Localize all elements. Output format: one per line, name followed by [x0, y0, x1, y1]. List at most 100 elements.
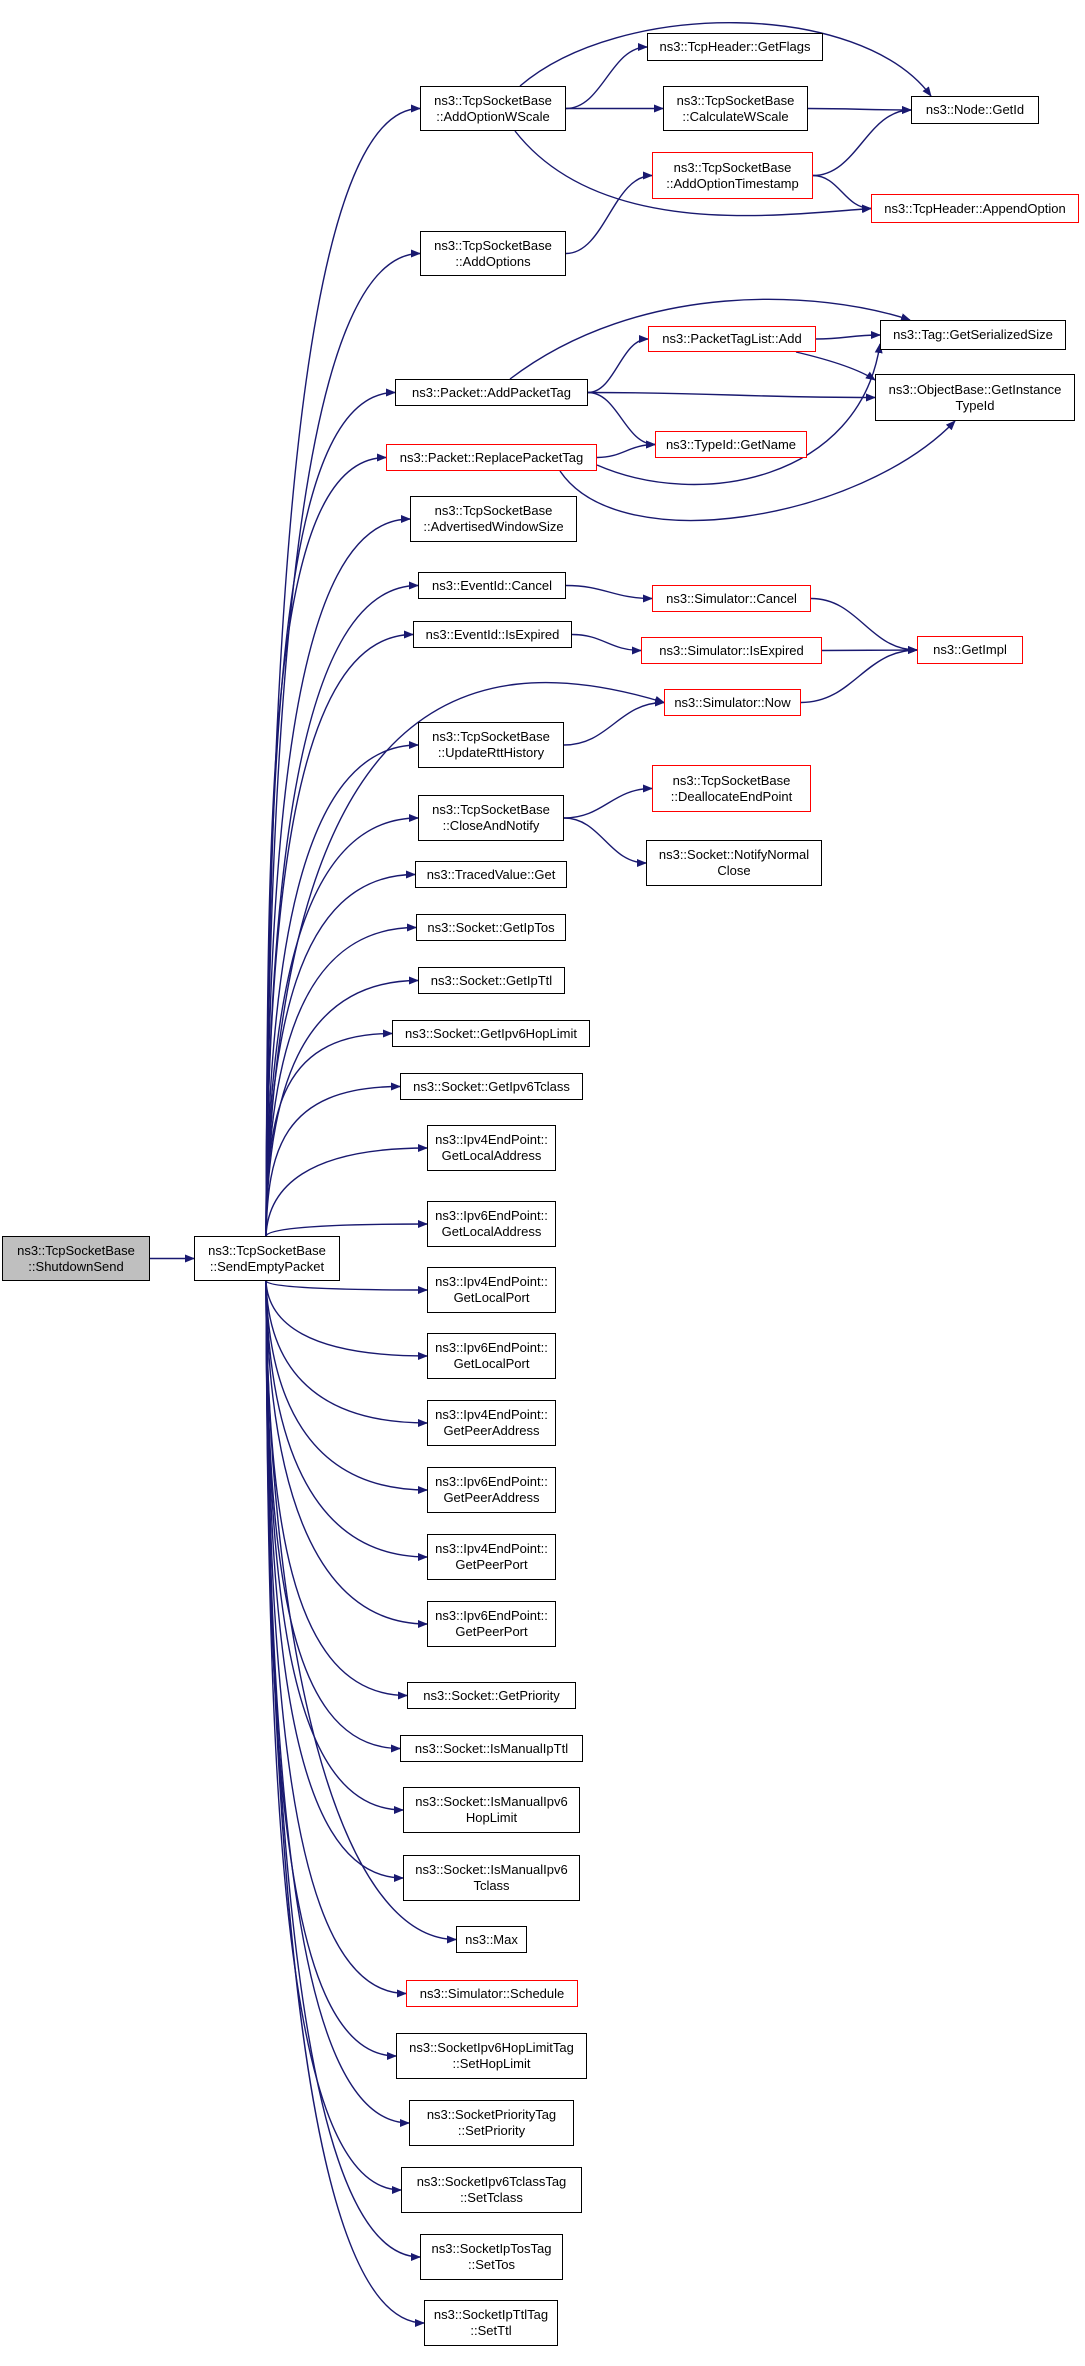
node-label-line: ns3::Ipv4EndPoint::: [435, 1274, 548, 1289]
node-ipv6getlocaladdr[interactable]: ns3::Ipv6EndPoint::GetLocalAddress: [427, 1201, 556, 1247]
node-setpriority[interactable]: ns3::SocketPriorityTag::SetPriority: [409, 2100, 574, 2146]
node-settos[interactable]: ns3::SocketIpTosTag::SetTos: [420, 2234, 563, 2280]
node-max[interactable]: ns3::Max: [456, 1926, 527, 1953]
node-label-line: ns3::Socket::IsManualIpTtl: [414, 1740, 569, 1756]
edge-simcancel-to-getimpl: [810, 597, 918, 654]
node-eventcancel[interactable]: ns3::EventId::Cancel: [418, 572, 566, 599]
node-label-line: GetLocalPort: [453, 1290, 530, 1305]
node-tracedget[interactable]: ns3::TracedValue::Get: [415, 861, 567, 888]
node-typeidgetname[interactable]: ns3::TypeId::GetName: [655, 431, 807, 458]
node-appendoption[interactable]: ns3::TcpHeader::AppendOption: [871, 194, 1079, 223]
node-addoptions[interactable]: ns3::TcpSocketBase::AddOptions: [420, 231, 566, 276]
node-simisexpired[interactable]: ns3::Simulator::IsExpired: [641, 637, 822, 664]
node-label-line: ::SetPriority: [457, 2123, 526, 2138]
edge-sendempty-to-updatertt: [265, 741, 419, 1237]
node-label-line: ::AddOptionWScale: [436, 108, 550, 124]
edge-sendempty-to-getipv6tclass: [265, 1082, 401, 1237]
node-getpriority[interactable]: ns3::Socket::GetPriority: [407, 1682, 576, 1709]
edge-sendempty-to-setttl: [265, 1280, 425, 2327]
edge-sendempty-to-replacepackettag: [265, 453, 387, 1237]
node-label-line: GetLocalAddress: [441, 1148, 542, 1163]
node-ipv6getlocalport[interactable]: ns3::Ipv6EndPoint::GetLocalPort: [427, 1333, 556, 1379]
edge-sendempty-to-tracedget: [265, 870, 416, 1237]
node-sendempty[interactable]: ns3::TcpSocketBase::SendEmptyPacket: [194, 1236, 340, 1281]
node-label-line: TypeId: [955, 397, 995, 413]
node-label-line: ns3::Socket::GetIpTos: [427, 919, 555, 935]
node-settclass[interactable]: ns3::SocketIpv6TclassTag::SetTclass: [401, 2167, 582, 2213]
node-getimpl[interactable]: ns3::GetImpl: [917, 636, 1023, 664]
node-label-line: ns3::TcpSocketBase: [434, 237, 552, 253]
edge-sendempty-to-getipv6hoplimit: [265, 1029, 393, 1237]
node-getipv6tclass[interactable]: ns3::Socket::GetIpv6Tclass: [400, 1073, 583, 1100]
node-label-line: ns3::TcpSocketBase: [17, 1242, 135, 1258]
node-addpackettag[interactable]: ns3::Packet::AddPacketTag: [395, 379, 588, 406]
node-label-line: ns3::SocketPriorityTag: [426, 2107, 557, 2122]
node-label-line: Tclass: [473, 1878, 510, 1893]
edge-updatertt-to-simnow: [563, 698, 665, 746]
node-addopttimestamp[interactable]: ns3::TcpSocketBase::AddOptionTimestamp: [652, 152, 813, 199]
node-label-line: GetPeerPort: [455, 1624, 528, 1639]
node-addoptwscale[interactable]: ns3::TcpSocketBase::AddOptionWScale: [420, 86, 566, 131]
node-updatertt[interactable]: ns3::TcpSocketBase::UpdateRttHistory: [418, 722, 564, 768]
node-deallocate[interactable]: ns3::TcpSocketBase::DeallocateEndPoint: [652, 765, 811, 812]
edge-sendempty-to-ipv4getlocaladdr: [265, 1144, 428, 1237]
node-simcancel[interactable]: ns3::Simulator::Cancel: [652, 585, 811, 612]
node-label-line: ::AddOptions: [455, 253, 531, 269]
node-label-line: ns3::Simulator::IsExpired: [659, 642, 804, 658]
node-ipv4getlocaladdr[interactable]: ns3::Ipv4EndPoint::GetLocalAddress: [427, 1125, 556, 1171]
edge-sendempty-to-ipv6getlocaladdr: [265, 1220, 428, 1237]
node-label-line: Close: [717, 863, 751, 878]
node-advwindow[interactable]: ns3::TcpSocketBase::AdvertisedWindowSize: [410, 496, 577, 542]
node-nodegetid[interactable]: ns3::Node::GetId: [911, 96, 1039, 124]
node-closenotify[interactable]: ns3::TcpSocketBase::CloseAndNotify: [418, 795, 564, 841]
node-getflags[interactable]: ns3::TcpHeader::GetFlags: [647, 33, 823, 61]
node-ipv4getlocalport[interactable]: ns3::Ipv4EndPoint::GetLocalPort: [427, 1267, 556, 1313]
node-ismanualipttl[interactable]: ns3::Socket::IsManualIpTtl: [400, 1735, 583, 1762]
node-schedule[interactable]: ns3::Simulator::Schedule: [406, 1980, 578, 2007]
node-ipv4getpeeraddr[interactable]: ns3::Ipv4EndPoint::GetPeerAddress: [427, 1400, 556, 1446]
node-label-line: ns3::Socket::IsManualIpv6: [415, 1794, 568, 1809]
edge-sendempty-to-setpriority: [265, 1280, 410, 2127]
node-taggetserialized[interactable]: ns3::Tag::GetSerializedSize: [880, 320, 1066, 350]
node-ipv6getpeeraddr[interactable]: ns3::Ipv6EndPoint::GetPeerAddress: [427, 1467, 556, 1513]
edge-replacepackettag-to-taggetserialized: [596, 343, 883, 486]
node-packettaglistadd[interactable]: ns3::PacketTagList::Add: [648, 326, 816, 352]
node-label-line: ns3::GetImpl: [933, 642, 1007, 657]
edge-sendempty-to-ipv4getpeeraddr: [265, 1280, 428, 1427]
edge-packettaglistadd-to-getinstancetypeid: [795, 351, 876, 381]
node-label-line: GetPeerAddress: [443, 1423, 540, 1438]
node-label-line: ns3::ObjectBase::GetInstance: [888, 381, 1062, 397]
node-simnow[interactable]: ns3::Simulator::Now: [664, 689, 801, 716]
node-label-line: GetPeerPort: [455, 1557, 528, 1572]
node-getiptos[interactable]: ns3::Socket::GetIpTos: [416, 914, 566, 941]
node-ipv6getpeerport[interactable]: ns3::Ipv6EndPoint::GetPeerPort: [427, 1601, 556, 1647]
node-label-line: ns3::Ipv6EndPoint::: [435, 1474, 548, 1489]
node-label-line: ns3::TcpSocketBase: [432, 802, 550, 817]
node-label-line: ns3::TypeId::GetName: [665, 436, 797, 452]
node-label-line: ::DeallocateEndPoint: [670, 788, 793, 804]
node-label-line: ns3::PacketTagList::Add: [662, 331, 802, 346]
node-ipv4getpeerport[interactable]: ns3::Ipv4EndPoint::GetPeerPort: [427, 1534, 556, 1580]
node-label-line: ns3::TcpHeader::GetFlags: [659, 39, 811, 54]
node-label-line: GetLocalPort: [453, 1356, 530, 1371]
edge-addoptwscale-to-getflags: [565, 43, 648, 110]
node-replacepackettag[interactable]: ns3::Packet::ReplacePacketTag: [386, 444, 597, 471]
node-label-line: ns3::Socket::NotifyNormal: [658, 847, 810, 862]
node-label-line: ns3::Ipv6EndPoint::: [435, 1340, 548, 1355]
node-eventisexpired[interactable]: ns3::EventId::IsExpired: [413, 621, 572, 648]
node-sethoplimit[interactable]: ns3::SocketIpv6HopLimitTag::SetHopLimit: [396, 2033, 587, 2079]
node-label-line: ns3::Ipv4EndPoint::: [435, 1541, 548, 1556]
node-calcwscale[interactable]: ns3::TcpSocketBase::CalculateWScale: [663, 86, 808, 131]
node-getipttl[interactable]: ns3::Socket::GetIpTtl: [418, 967, 565, 994]
node-getipv6hoplimit[interactable]: ns3::Socket::GetIpv6HopLimit: [392, 1020, 590, 1047]
node-setttl[interactable]: ns3::SocketIpTtlTag::SetTtl: [424, 2300, 558, 2346]
edge-sendempty-to-ipv4getlocalport: [265, 1280, 428, 1294]
node-label-line: ns3::TracedValue::Get: [426, 866, 556, 882]
node-label-line: ns3::TcpSocketBase: [434, 92, 552, 108]
node-label-line: ns3::Socket::IsManualIpv6: [415, 1862, 568, 1877]
